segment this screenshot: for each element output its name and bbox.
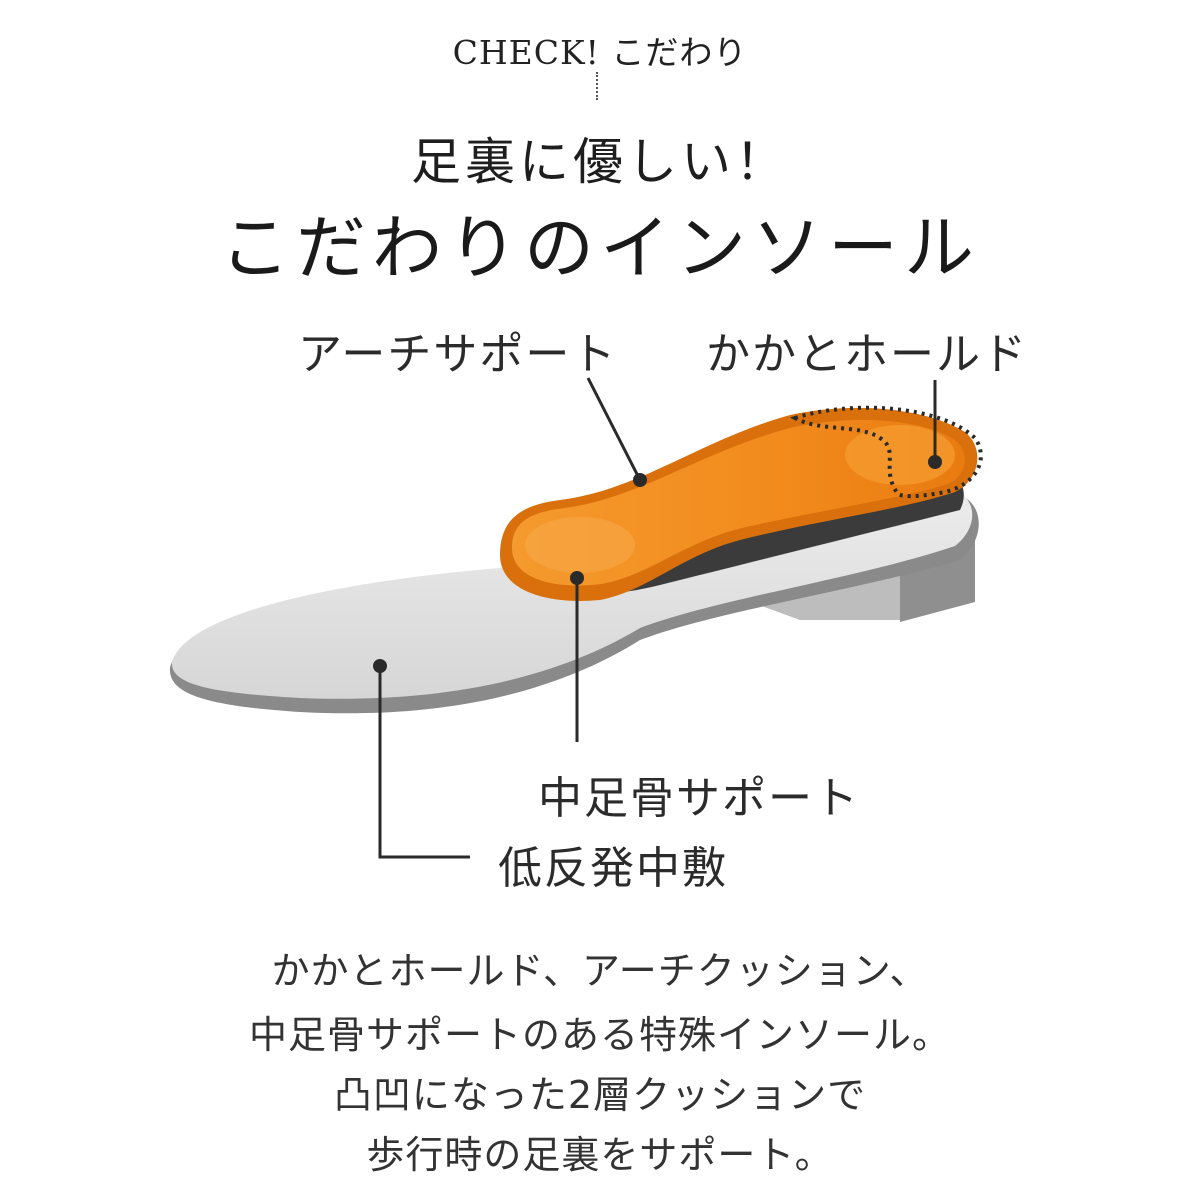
label-metatarsal-support: 中足骨サポート: [538, 773, 860, 824]
dot-arch: [633, 473, 647, 487]
dot-heel: [928, 455, 942, 469]
eyebrow-text: CHECK! こだわり: [452, 33, 748, 72]
title-line-2: こだわりのインソール: [220, 207, 980, 289]
description-line-2: 中足骨サポートのある特殊インソール。: [248, 1013, 951, 1057]
label-low-rebound: 低反発中敷: [498, 843, 728, 894]
dot-low-rebound: [373, 659, 387, 673]
arch-bump: [525, 517, 635, 573]
label-arch-support: アーチサポート: [298, 329, 618, 380]
label-heel-hold: かかとホールド: [706, 329, 1028, 380]
heel-hold-outline: [790, 405, 983, 499]
leader-low-rebound: [378, 666, 470, 859]
leader-arch: [586, 377, 642, 481]
description-line-3: 凸凹になった2層クッションで: [333, 1073, 867, 1117]
heel-cup: [845, 425, 955, 485]
title-line-1: 足裏に優しい！: [411, 133, 789, 191]
description-line-4: 歩行時の足裏をサポート。: [366, 1133, 834, 1177]
description-line-1: かかとホールド、アーチクッション、: [271, 949, 929, 993]
dot-metatarsal: [570, 571, 584, 585]
dotted-divider: [596, 72, 600, 100]
